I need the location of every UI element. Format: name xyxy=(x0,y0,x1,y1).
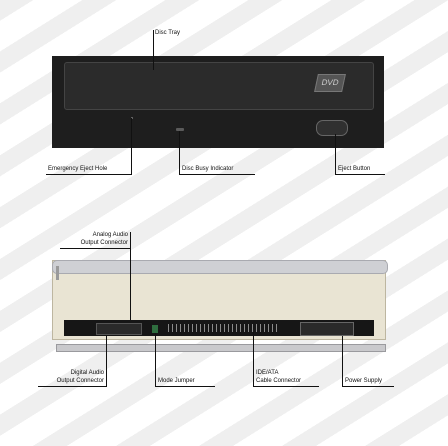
label-analog-audio-1: Analog Audio xyxy=(92,232,128,238)
underline-emergency-eject xyxy=(46,174,132,175)
drive-base-plate xyxy=(56,344,386,352)
label-digital-audio-1: Digital Audio xyxy=(70,370,104,376)
underline-digital-audio xyxy=(38,386,107,387)
underline-power-supply xyxy=(342,386,394,387)
label-power-supply: Power Supply xyxy=(345,378,383,384)
drive-top-rail xyxy=(52,260,388,274)
disc-logo-icon: DVD xyxy=(314,74,346,92)
label-analog-audio-2: Output Connector xyxy=(80,240,128,246)
label-eject-button: Eject Button xyxy=(338,166,371,172)
label-disc-tray: Disc Tray xyxy=(155,30,181,36)
leader-eject-button xyxy=(335,134,336,174)
underline-mode-jumper xyxy=(155,386,215,387)
rear-side-notch xyxy=(56,266,59,280)
eject-button xyxy=(316,120,348,136)
leader-analog-audio xyxy=(130,232,131,330)
label-disc-busy-indicator: Disc Busy Indicator xyxy=(182,166,234,172)
leader-disc-tray xyxy=(153,30,154,70)
underline-eject-button xyxy=(335,174,385,175)
audio-connector xyxy=(96,323,142,335)
leader-disc-busy xyxy=(179,131,180,174)
underline-analog-audio xyxy=(60,248,130,249)
leader-ide-ata xyxy=(253,330,254,386)
label-mode-jumper: Mode Jumper xyxy=(158,378,195,384)
underline-ide-ata xyxy=(253,386,319,387)
label-ide-ata-1: IDE/ATA xyxy=(256,370,279,376)
ide-ata-connector xyxy=(168,324,278,332)
emergency-eject-hole xyxy=(131,117,133,119)
label-emergency-eject-hole: Emergency Eject Hole xyxy=(48,166,108,172)
leader-mode-jumper xyxy=(155,330,156,386)
label-digital-audio-2: Output Connector xyxy=(56,378,104,384)
leader-digital-audio xyxy=(106,328,107,386)
power-connector xyxy=(300,322,354,336)
leader-power-supply xyxy=(342,334,343,386)
underline-disc-busy xyxy=(179,174,255,175)
mode-jumper xyxy=(152,325,158,333)
disc-busy-led xyxy=(176,128,184,131)
leader-emergency-eject xyxy=(131,118,132,174)
label-ide-ata-2: Cable Connector xyxy=(256,378,302,384)
